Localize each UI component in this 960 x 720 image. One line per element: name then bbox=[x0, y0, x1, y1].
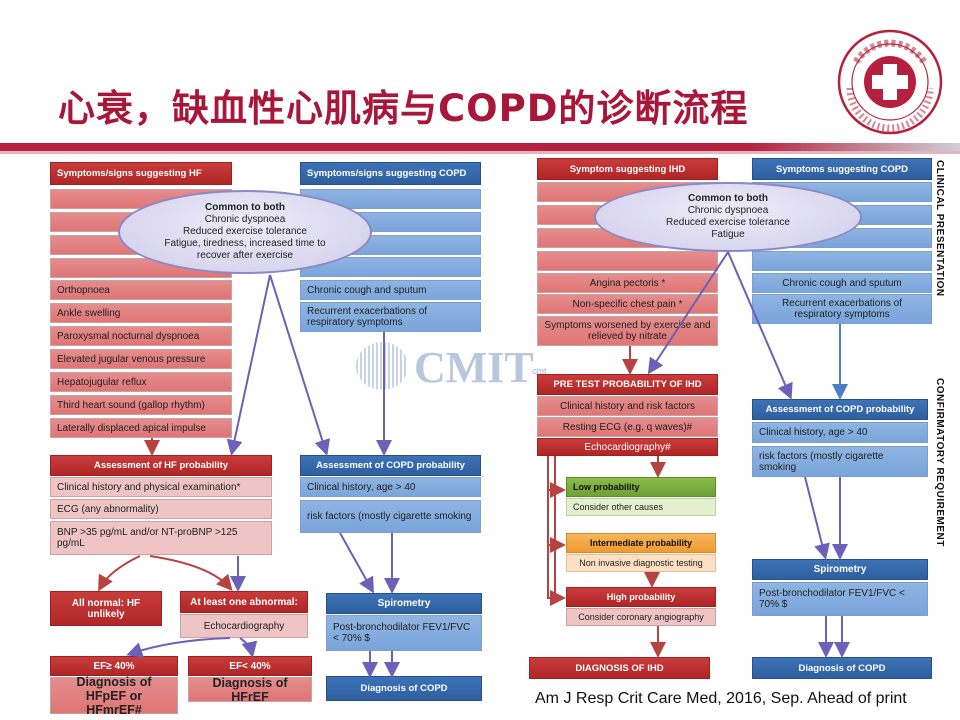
watermark-text: CMIT bbox=[414, 343, 534, 392]
arrow-to-high bbox=[547, 456, 566, 606]
arrow-oval-to-hf-assess bbox=[226, 274, 271, 456]
spirometry-criteria-left: Post-bronchodilator FEV1/FVC < 70% $ bbox=[326, 615, 482, 651]
hf-assess-bnp: BNP >35 pg/mL and/or NT-proBNP >125 pg/m… bbox=[50, 521, 272, 555]
copd-assessment-header: Assessment of COPD probability bbox=[300, 455, 481, 476]
title-divider-shadow bbox=[0, 151, 960, 154]
hfref-header: EF< 40% bbox=[188, 656, 312, 676]
title-divider bbox=[0, 143, 960, 151]
watermark-subtext: cmt bbox=[532, 366, 547, 376]
copd-assess-history-right: Clinical history, age > 40 bbox=[752, 422, 928, 443]
common-line: Fatigue, tiredness, increased time to bbox=[164, 238, 326, 249]
common-line: Reduced exercise tolerance bbox=[666, 217, 790, 228]
high-probability-header: High probability bbox=[566, 587, 716, 607]
high-probability-action: Consider coronary angiography bbox=[566, 608, 716, 626]
copd-right-sign-cough: Chronic cough and sputum bbox=[752, 273, 932, 293]
hf-echocardiography: Echocardiography bbox=[180, 614, 308, 638]
side-label-clinical-presentation: CLINICAL PRESENTATION bbox=[934, 160, 945, 297]
common-line: Chronic dyspnoea bbox=[687, 205, 769, 216]
common-line: Fatigue bbox=[711, 229, 745, 240]
hf-assess-history: Clinical history and physical examinatio… bbox=[50, 477, 272, 497]
hfpef-header: EF≥ 40% bbox=[50, 656, 178, 676]
arrow-echo-to-hfpef bbox=[126, 637, 231, 658]
arrow-to-abnormal bbox=[149, 555, 233, 592]
copd-right-sign-exacerbations: Recurrent exacerbations of respiratory s… bbox=[752, 294, 932, 324]
copd-sign-exacerbations: Recurrent exacerbations of respiratory s… bbox=[300, 302, 481, 332]
copd-symptoms-header-right: Symptoms suggesting COPD bbox=[752, 158, 932, 180]
hf-sign-orthopnoea: Orthopnoea bbox=[50, 280, 232, 300]
copd-symptoms-header: Symptoms/signs suggesting COPD bbox=[300, 162, 481, 185]
copd-assess-risk-right: risk factors (mostly cigarette smoking bbox=[752, 446, 928, 477]
diagnosis-hfref: Diagnosis of HFrEF bbox=[188, 676, 312, 704]
ihd-pretest-history: Clinical history and risk factors bbox=[537, 396, 718, 416]
citation: Am J Resp Crit Care Med, 2016, Sep. Ahea… bbox=[535, 690, 907, 707]
hf-assessment-header: Assessment of HF probability bbox=[50, 455, 272, 476]
copd-assess-risk: risk factors (mostly cigarette smoking bbox=[300, 500, 481, 533]
hf-sign-jvp: Elevated jugular venous pressure bbox=[50, 349, 232, 369]
common-title: Common to both bbox=[688, 193, 768, 204]
common-symptoms-oval-hf: Common to both Chronic dyspnoea Reduced … bbox=[118, 190, 372, 274]
diagnosis-copd-right: Diagnosis of COPD bbox=[752, 657, 932, 679]
intermediate-probability-header: Intermediate probability bbox=[566, 533, 716, 553]
ihd-pretest-header: PRE TEST PROBABILITY OF IHD bbox=[537, 374, 718, 395]
hf-sign-pnd: Paroxysmal nocturnal dyspnoea bbox=[50, 326, 232, 346]
common-line: Chronic dyspnoea bbox=[204, 214, 286, 225]
ihd-pretest-echo: Echocardiography# bbox=[537, 438, 718, 456]
arrow-copd-to-spirometry-1 bbox=[339, 532, 374, 594]
spirometry-criteria-right: Post-bronchodilator FEV1/FVC < 70% $ bbox=[752, 582, 928, 616]
hf-sign-hepatojugular: Hepatojugular reflux bbox=[50, 372, 232, 392]
ihd-sign-angina: Angina pectoris * bbox=[537, 273, 718, 293]
ihd-empty-row-4 bbox=[537, 251, 718, 271]
ihd-pretest-ecg: Resting ECG (e.g. q waves)# bbox=[537, 417, 718, 437]
common-symptoms-oval-ihd: Common to both Chronic dyspnoea Reduced … bbox=[594, 182, 862, 252]
common-title: Common to both bbox=[205, 202, 285, 213]
hf-symptoms-header: Symptoms/signs suggesting HF bbox=[50, 162, 232, 185]
low-probability-action: Consider other causes bbox=[566, 498, 716, 516]
hospital-logo bbox=[837, 29, 943, 135]
diagnosis-hfpef: Diagnosis of HFpEF or HFmrEF# bbox=[50, 675, 178, 717]
hf-sign-third-heart-sound: Third heart sound (gallop rhythm) bbox=[50, 395, 232, 415]
copd-assessment-header-right: Assessment of COPD probability bbox=[752, 399, 928, 420]
diagnosis-copd-left: Diagnosis of COPD bbox=[326, 676, 482, 701]
side-label-confirmatory-requirement: CONFIRMATORY REQUIREMENT bbox=[934, 378, 945, 547]
watermark-globe-icon bbox=[356, 342, 408, 390]
common-line: recover after exercise bbox=[196, 250, 294, 261]
copd-assess-history: Clinical history, age > 40 bbox=[300, 477, 481, 497]
hf-sign-apical-impulse: Laterally displaced apical impulse bbox=[50, 418, 232, 438]
ihd-sign-exercise: Symptoms worsened by exercise and reliev… bbox=[537, 316, 718, 346]
copd-sign-cough: Chronic cough and sputum bbox=[300, 280, 481, 300]
arrow-to-intermediate bbox=[547, 456, 566, 553]
hf-all-normal: All normal: HF unlikely bbox=[50, 591, 162, 626]
ihd-sign-chest-pain: Non-specific chest pain * bbox=[537, 294, 718, 314]
copd-right-empty-row-4 bbox=[752, 251, 932, 271]
low-probability-header: Low probability bbox=[566, 477, 716, 497]
hf-assess-ecg: ECG (any abnormality) bbox=[50, 499, 272, 519]
hf-sign-ankle-swelling: Ankle swelling bbox=[50, 303, 232, 323]
spirometry-header-left: Spirometry bbox=[326, 593, 482, 614]
arrow-echo-to-hfref bbox=[239, 637, 258, 658]
ihd-symptoms-header: Symptom suggesting IHD bbox=[537, 158, 718, 180]
arrow-copd-to-spirometry-right-1 bbox=[804, 476, 830, 560]
page-title: 心衰，缺血性心肌病与COPD的诊断流程 bbox=[58, 87, 749, 130]
diagnosis-ihd: DIAGNOSIS OF IHD bbox=[529, 657, 710, 679]
common-line: Reduced exercise tolerance bbox=[183, 226, 307, 237]
arrow-to-all-normal bbox=[98, 555, 141, 592]
intermediate-probability-action: Non invasive diagnostic testing bbox=[566, 554, 716, 572]
spirometry-header-right: Spirometry bbox=[752, 559, 928, 580]
hf-abnormal-header: At least one abnormal: bbox=[180, 591, 308, 613]
arrow-to-low bbox=[547, 456, 566, 498]
